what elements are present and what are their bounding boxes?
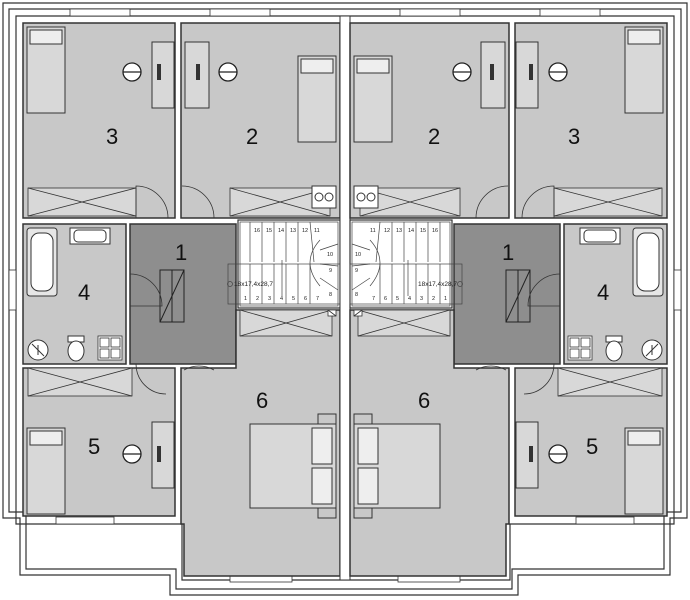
svg-text:15: 15 xyxy=(266,228,272,234)
svg-text:15: 15 xyxy=(420,228,426,234)
svg-text:2: 2 xyxy=(432,296,435,302)
bed-icon xyxy=(297,55,337,143)
svg-text:2: 2 xyxy=(256,296,259,302)
room-1-left xyxy=(129,223,237,365)
hall-cabinet-icon xyxy=(159,269,185,323)
room-label-4: 4 xyxy=(78,280,90,305)
room-label-6: 6 xyxy=(256,388,268,413)
stair-step-numbers-top: 16 15 14 13 12 11 xyxy=(254,228,320,234)
svg-text:1: 1 xyxy=(444,296,447,302)
door-swings xyxy=(129,185,215,395)
svg-text:16: 16 xyxy=(254,228,260,234)
stair-step-numbers-bottom: 1 2 3 4 5 6 7 xyxy=(372,296,447,302)
svg-text:10: 10 xyxy=(355,252,361,258)
svg-text:6: 6 xyxy=(384,296,387,302)
stove-icon xyxy=(567,335,593,361)
office-chair-icon xyxy=(452,62,568,464)
room-label-1: 1 xyxy=(175,240,187,265)
svg-text:8: 8 xyxy=(355,292,358,298)
chimney-icon xyxy=(311,185,337,209)
office-chair-icon xyxy=(122,62,238,464)
svg-text:12: 12 xyxy=(302,228,308,234)
svg-text:13: 13 xyxy=(290,228,296,234)
right-unit: 16 15 14 13 12 11 10 9 8 1 2 3 4 5 6 7 1… xyxy=(349,22,668,577)
svg-text:8: 8 xyxy=(329,292,332,298)
room-label-2: 2 xyxy=(428,124,440,149)
svg-text:7: 7 xyxy=(316,296,319,302)
svg-text:5: 5 xyxy=(396,296,399,302)
shower-drain-icon xyxy=(27,339,49,361)
toilet-icon xyxy=(67,335,85,362)
svg-text:4: 4 xyxy=(408,296,411,302)
double-bed-icon xyxy=(353,413,441,519)
svg-text:11: 11 xyxy=(314,228,320,234)
desk-icon xyxy=(480,41,539,489)
svg-text:3: 3 xyxy=(268,296,271,302)
computer-icon xyxy=(157,64,200,462)
svg-text:11: 11 xyxy=(370,228,376,234)
hall-cabinet-icon xyxy=(505,269,531,323)
svg-text:3: 3 xyxy=(420,296,423,302)
room-label-5: 5 xyxy=(88,434,100,459)
computer-icon xyxy=(490,64,533,462)
svg-text:14: 14 xyxy=(278,228,284,234)
room-1-right xyxy=(453,223,561,365)
room-label-5: 5 xyxy=(586,434,598,459)
svg-text:14: 14 xyxy=(408,228,414,234)
stove-icon xyxy=(97,335,123,361)
svg-text:6: 6 xyxy=(304,296,307,302)
svg-text:12: 12 xyxy=(384,228,390,234)
windows xyxy=(8,8,682,583)
double-bed-icon xyxy=(249,413,337,519)
chimney-icon xyxy=(353,185,379,209)
stair-dimension: 18x17,4x28,7 xyxy=(234,281,273,288)
sink-icon xyxy=(579,227,621,245)
stair-step-numbers-bottom: 1 2 3 4 5 6 7 xyxy=(244,296,319,302)
room-label-4: 4 xyxy=(597,280,609,305)
svg-text:13: 13 xyxy=(396,228,402,234)
stair-dimension: 18x17,4x28,7 xyxy=(418,281,457,288)
svg-text:10: 10 xyxy=(327,252,333,258)
wardrobe-icons xyxy=(27,187,333,397)
bed-icon xyxy=(353,55,393,143)
bed-icon xyxy=(624,427,664,515)
stair-right xyxy=(349,221,463,307)
svg-text:9: 9 xyxy=(355,268,358,274)
bathtub-icon xyxy=(632,227,664,297)
bed-icon xyxy=(624,26,664,114)
svg-text:4: 4 xyxy=(280,296,283,302)
bed-icon xyxy=(26,26,66,114)
stair-left xyxy=(227,221,341,307)
bathtub-icon xyxy=(26,227,58,297)
room-label-3: 3 xyxy=(106,124,118,149)
svg-text:1: 1 xyxy=(244,296,247,302)
svg-text:16: 16 xyxy=(432,228,438,234)
vent-icon xyxy=(327,309,363,317)
stair-step-numbers-top: 16 15 14 13 12 11 xyxy=(370,228,438,234)
party-wall xyxy=(339,15,351,581)
room-labels-right: 2 3 1 4 5 6 xyxy=(418,124,609,459)
door-swings xyxy=(475,185,561,395)
stair-step-numbers-side: 10 9 8 xyxy=(327,252,333,298)
room-label-2: 2 xyxy=(246,124,258,149)
room-label-1: 1 xyxy=(502,240,514,265)
svg-text:5: 5 xyxy=(292,296,295,302)
shower-drain-icon xyxy=(641,339,663,361)
stair-step-numbers-side: 10 9 8 xyxy=(355,252,361,298)
left-unit: 16 15 14 13 12 11 10 9 8 1 2 3 4 5 6 7 1… xyxy=(22,22,341,577)
sink-icon xyxy=(69,227,111,245)
bed-icon xyxy=(26,427,66,515)
svg-text:9: 9 xyxy=(329,268,332,274)
toilet-icon xyxy=(605,335,623,362)
room-label-3: 3 xyxy=(568,124,580,149)
svg-text:7: 7 xyxy=(372,296,375,302)
room-labels-left: 3 2 1 4 5 6 xyxy=(78,124,268,459)
room-label-6: 6 xyxy=(418,388,430,413)
